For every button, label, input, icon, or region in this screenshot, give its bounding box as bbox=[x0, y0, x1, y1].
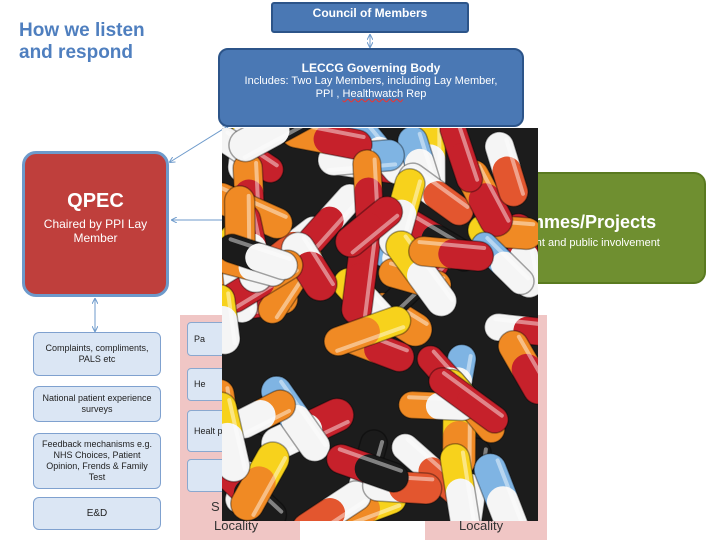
governing-body-line2: PPI , Healthwatch Rep bbox=[316, 88, 427, 101]
programmes-subtitle: atient and public involvement bbox=[518, 237, 660, 249]
pills-photo bbox=[222, 128, 538, 521]
left-panel-label-top: S bbox=[211, 499, 220, 514]
programmes-title: ammes/Projects bbox=[518, 212, 656, 233]
governing-body-line2-prefix: PPI , bbox=[316, 88, 340, 100]
gov-qpec-connector bbox=[170, 126, 228, 162]
equality-box: E&D bbox=[33, 497, 161, 530]
council-label: Council of Members bbox=[313, 6, 428, 20]
governing-body-box: LECCG Governing Body Includes: Two Lay M… bbox=[218, 48, 524, 127]
equality-label: E&D bbox=[87, 508, 108, 519]
governing-body-title: LECCG Governing Body bbox=[302, 62, 441, 75]
qpec-box: QPEC Chaired by PPI Lay Member bbox=[22, 151, 169, 297]
capsules-illustration bbox=[222, 128, 538, 521]
governing-body-line2-suffix: Rep bbox=[406, 88, 426, 100]
feedback-label: Feedback mechanisms e.g. NHS Choices, Pa… bbox=[38, 439, 156, 483]
qpec-subtitle: Chaired by PPI Lay Member bbox=[25, 217, 166, 245]
left-panel-item-2-label: He bbox=[194, 379, 206, 390]
surveys-label: National patient experience surveys bbox=[38, 393, 156, 415]
complaints-label: Complaints, compliments, PALS etc bbox=[38, 343, 156, 365]
council-of-members-box: Council of Members bbox=[271, 2, 469, 33]
feedback-box: Feedback mechanisms e.g. NHS Choices, Pa… bbox=[33, 433, 161, 489]
left-panel-item-1-label: Pa bbox=[194, 334, 205, 345]
governing-body-line1: Includes: Two Lay Members, including Lay… bbox=[245, 75, 498, 88]
healthwatch-word: Healthwatch bbox=[343, 88, 404, 100]
complaints-box: Complaints, compliments, PALS etc bbox=[33, 332, 161, 376]
qpec-title: QPEC bbox=[67, 190, 124, 213]
surveys-box: National patient experience surveys bbox=[33, 386, 161, 422]
